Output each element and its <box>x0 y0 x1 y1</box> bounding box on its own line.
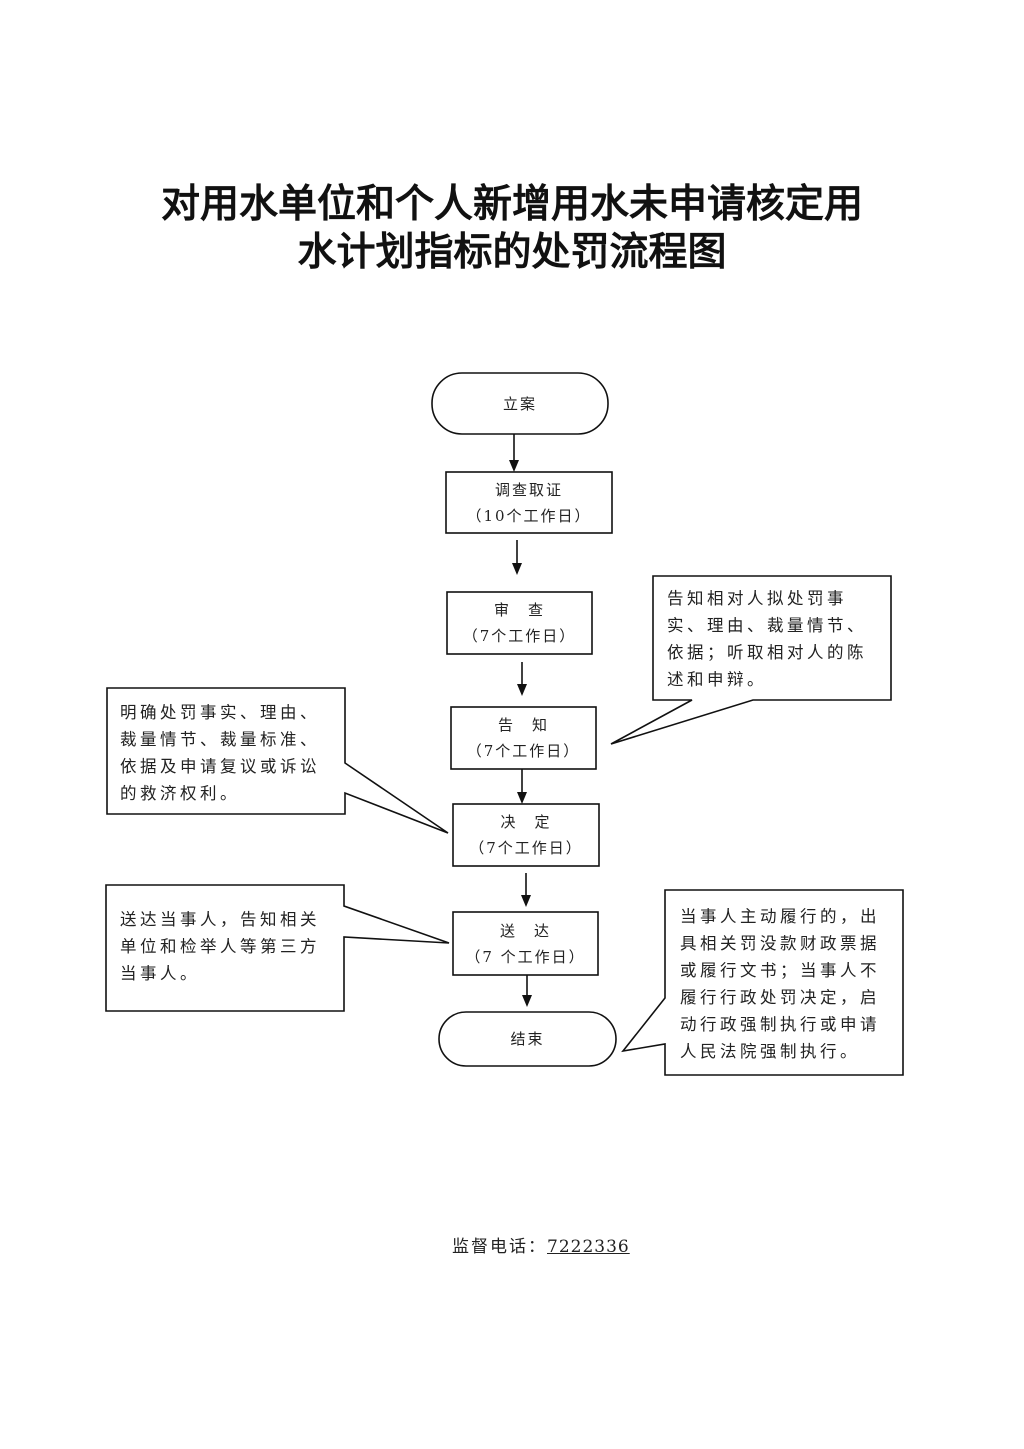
step-duration: （7个工作日） <box>469 839 583 857</box>
start-terminal-shape <box>431 372 609 435</box>
note-line: 履行行政处罚决定，启 <box>680 988 880 1007</box>
step-duration: （7 个工作日） <box>465 947 586 966</box>
step-delivery-box <box>452 911 599 976</box>
step-label: 送 达 <box>499 921 551 940</box>
note-line: 告知相对人拟处罚事 <box>667 589 847 608</box>
end-terminal-shape <box>438 1011 617 1067</box>
arrow-notify-to-decision <box>517 769 527 804</box>
step-duration: （7个工作日） <box>466 742 581 760</box>
step-delivery: 送 达 （7 个工作日） <box>453 912 598 975</box>
step-label: 调查取证 <box>494 480 563 499</box>
step-investigation: 调查取证 （10个工作日） <box>446 472 612 533</box>
step-duration: （10个工作日） <box>466 506 592 525</box>
note-line: 述和申辩。 <box>667 670 767 689</box>
note-line: 的救济权利。 <box>120 784 240 803</box>
note-line: 动行政强制执行或申请 <box>680 1015 880 1034</box>
diagram-title-line-1: 对用水单位和个人新增用水未申请核定用 <box>160 182 863 227</box>
step-label: 审 查 <box>493 601 545 619</box>
delivery-note-callout <box>105 884 450 1012</box>
note-line: 实、理由、裁量情节、 <box>667 616 867 635</box>
note-line: 明确处罚事实、理由、 <box>120 703 320 722</box>
end-label: 结束 <box>510 1030 545 1048</box>
end-terminal: 结束 <box>439 1012 616 1066</box>
hotline-label: 监督电话： <box>452 1237 547 1257</box>
note-line: 具相关罚没款财政票据 <box>680 934 880 953</box>
notify-note-callout <box>610 575 892 745</box>
step-label: 决 定 <box>500 813 552 831</box>
note-line: 单位和检举人等第三方 <box>120 937 320 956</box>
note-line: 当事人。 <box>120 964 200 983</box>
arrow-start-to-investigation <box>509 434 519 472</box>
arrow-delivery-to-end <box>522 975 532 1007</box>
arrow-investigation-to-review <box>512 540 522 575</box>
note-line: 依据及申请复议或诉讼 <box>120 757 320 776</box>
arrow-review-to-notify <box>517 662 527 696</box>
start-label: 立案 <box>502 394 537 413</box>
hotline-number: 7222336 <box>547 1237 630 1257</box>
step-review: 审 查 （7个工作日） <box>447 592 592 654</box>
step-decision-box <box>452 803 600 867</box>
supervision-hotline: 监督电话：7222336 <box>452 1232 630 1257</box>
enforcement-note: 当事人主动履行的，出 具相关罚没款财政票据 或履行文书；当事人不 履行行政处罚决… <box>680 903 880 1065</box>
delivery-note: 送达当事人，告知相关 单位和检举人等第三方 当事人。 <box>120 906 320 987</box>
enforcement-note-callout <box>621 889 904 1076</box>
step-investigation-box <box>445 471 613 534</box>
step-review-box <box>446 591 593 655</box>
decision-note-callout <box>106 687 449 834</box>
notify-note: 告知相对人拟处罚事 实、理由、裁量情节、 依据；听取相对人的陈 述和申辩。 <box>667 585 867 693</box>
note-line: 人民法院强制执行。 <box>680 1042 860 1061</box>
step-label: 告 知 <box>497 716 549 734</box>
decision-note: 明确处罚事实、理由、 裁量情节、裁量标准、 依据及申请复议或诉讼 的救济权利。 <box>120 699 320 807</box>
note-line: 当事人主动履行的，出 <box>680 907 880 926</box>
arrow-decision-to-delivery <box>521 873 531 907</box>
note-line: 裁量情节、裁量标准、 <box>120 730 320 749</box>
step-duration: （7个工作日） <box>462 627 577 645</box>
note-line: 或履行文书；当事人不 <box>680 961 880 980</box>
step-notify-box <box>450 706 597 770</box>
step-notify: 告 知 （7个工作日） <box>451 707 596 769</box>
note-line: 依据；听取相对人的陈 <box>667 643 867 662</box>
diagram-title-line-2: 水计划指标的处罚流程图 <box>297 230 727 275</box>
note-line: 送达当事人，告知相关 <box>120 910 320 929</box>
start-terminal: 立案 <box>432 373 608 434</box>
step-decision: 决 定 （7个工作日） <box>453 804 599 866</box>
